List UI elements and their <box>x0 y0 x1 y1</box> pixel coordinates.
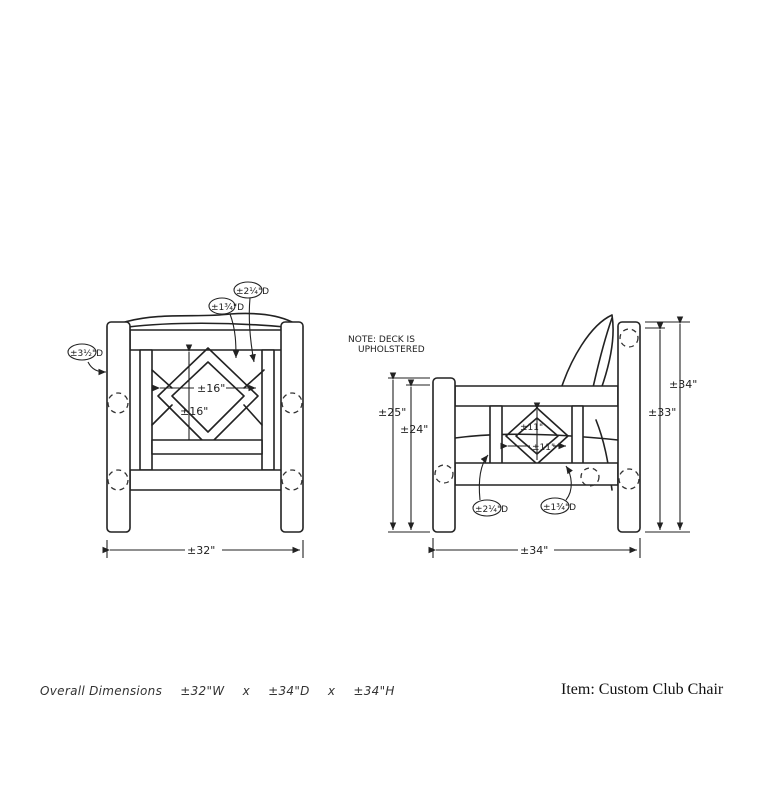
front-leg-left <box>106 321 131 533</box>
front-view: ±16" ±16" ±32" ±3½"D ±1¾"D ±2¼"D <box>67 281 304 558</box>
depth-label: ±34" <box>520 544 548 557</box>
front-rail-diameter-label: ±2¼"D <box>236 287 269 297</box>
side-view: NOTE: DECK IS UPHOLSTERED ±11" ±11" ±25"… <box>348 314 697 558</box>
side-arm-rail <box>454 385 619 407</box>
side-back-cushion <box>559 314 614 393</box>
side-back-leg <box>617 321 641 533</box>
front-inner-height-label: ±16" <box>180 405 208 418</box>
front-brace-diameter-label: ±1¾"D <box>211 303 244 313</box>
front-inner-post-right <box>261 349 275 471</box>
front-diamond <box>157 347 259 447</box>
side-diamond-height-label: ±11" <box>520 423 543 433</box>
overall-dimensions-label: Overall Dimensions <box>40 684 163 698</box>
arm-height-label: ±25" <box>378 406 406 419</box>
front-stretcher <box>129 469 283 491</box>
times-sign-2: x <box>327 684 336 698</box>
side-front-leg <box>432 377 456 533</box>
leg-diameter-label: ±3½"D <box>70 349 103 359</box>
front-top-rail <box>129 329 283 351</box>
seat-height-label: ±24" <box>400 423 428 436</box>
side-brace-diameter-label: ±1¾"D <box>543 503 576 513</box>
back-height-label: ±34" <box>669 378 697 391</box>
front-cushion-top <box>124 312 293 323</box>
times-sign-1: x <box>242 684 251 698</box>
deck-note-line2: UPHOLSTERED <box>358 345 425 355</box>
back-height-inner-label: ±33" <box>648 406 676 419</box>
overall-height: ±34"H <box>353 684 395 698</box>
front-inner-width-label: ±16" <box>197 382 225 395</box>
deck-note-line1: NOTE: DECK IS <box>348 335 415 345</box>
front-width-label: ±32" <box>187 544 215 557</box>
overall-width: ±32"W <box>180 684 225 698</box>
overall-dimensions: Overall Dimensions ±32"W x ±34"D x ±34"H <box>40 684 409 698</box>
front-seat-rail <box>151 439 263 455</box>
side-rail-diameter-label: ±2¼"D <box>475 505 508 515</box>
front-leg-right <box>280 321 304 533</box>
front-inner-post-left <box>139 349 153 471</box>
side-inner-post-front <box>489 405 503 465</box>
side-inner-post-back <box>571 405 584 465</box>
side-diamond-width-label: ±11" <box>532 443 555 453</box>
overall-depth: ±34"D <box>268 684 310 698</box>
item-title: Item: Custom Club Chair <box>561 681 724 698</box>
